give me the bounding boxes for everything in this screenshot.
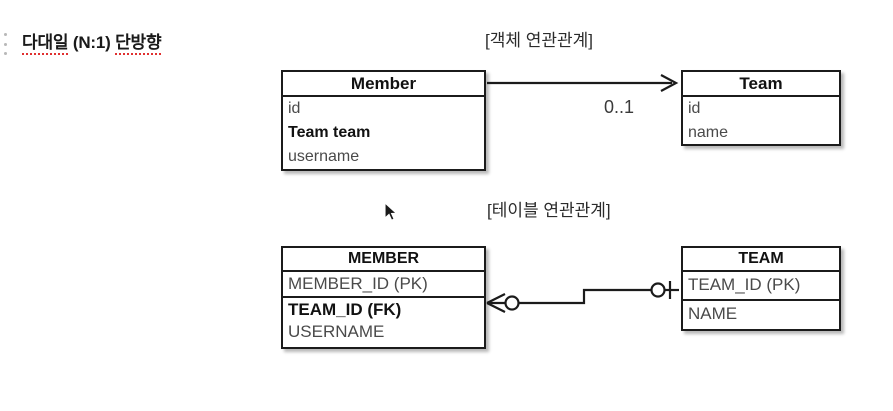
arrowhead-icon bbox=[660, 74, 679, 92]
uml-association-line bbox=[487, 74, 679, 92]
uml-class-team-fields: id name bbox=[683, 97, 839, 145]
caption-object-relationship: [객체 연관관계] bbox=[485, 31, 594, 50]
heading-korean-term: 다대일 bbox=[22, 33, 69, 55]
db-column: TEAM_ID (FK) bbox=[283, 296, 484, 320]
zero-cardinality-circle-icon bbox=[504, 295, 520, 311]
drag-dot bbox=[4, 42, 7, 46]
db-table-member-columns: MEMBER_ID (PK) TEAM_ID (FK) USERNAME bbox=[283, 272, 484, 344]
db-table-team-columns: TEAM_ID (PK) NAME bbox=[683, 272, 839, 326]
db-table-team-title: TEAM bbox=[683, 248, 839, 272]
uml-class-team-title: Team bbox=[683, 72, 839, 97]
association-multiplicity-label: 0..1 bbox=[604, 97, 635, 117]
crows-foot-icon bbox=[486, 293, 506, 313]
caption-table-relationship: [테이블 연관관계] bbox=[487, 201, 611, 220]
uml-field: id bbox=[288, 100, 301, 117]
db-table-team[interactable]: TEAM TEAM_ID (PK) NAME bbox=[681, 246, 841, 331]
db-column: USERNAME bbox=[288, 322, 385, 341]
drag-dot bbox=[4, 52, 7, 55]
db-table-member-title: MEMBER bbox=[283, 248, 484, 272]
heading-cardinality: (N:1) bbox=[72, 33, 111, 52]
heading-direction: 단방향 bbox=[115, 33, 162, 55]
uml-class-member-fields: id Team team username bbox=[283, 97, 484, 169]
uml-class-team[interactable]: Team id name bbox=[681, 70, 841, 146]
drag-handle-dots[interactable] bbox=[4, 33, 9, 55]
db-column: MEMBER_ID (PK) bbox=[288, 274, 428, 293]
db-table-member[interactable]: MEMBER MEMBER_ID (PK) TEAM_ID (FK) USERN… bbox=[281, 246, 486, 349]
uml-field: id bbox=[688, 100, 701, 117]
db-column: TEAM_ID (PK) bbox=[688, 275, 801, 294]
zero-cardinality-circle-icon bbox=[650, 282, 666, 298]
mouse-pointer-icon bbox=[384, 202, 398, 221]
db-column: NAME bbox=[683, 299, 839, 326]
drag-dot bbox=[4, 33, 7, 36]
uml-field: name bbox=[688, 124, 729, 141]
uml-class-member[interactable]: Member id Team team username bbox=[281, 70, 486, 171]
slide-heading: 다대일 (N:1) 단방향 bbox=[22, 28, 162, 55]
uml-class-member-title: Member bbox=[283, 72, 484, 97]
uml-field: Team team bbox=[288, 124, 371, 141]
erd-relationship-line bbox=[486, 281, 679, 313]
uml-field: username bbox=[288, 148, 360, 165]
